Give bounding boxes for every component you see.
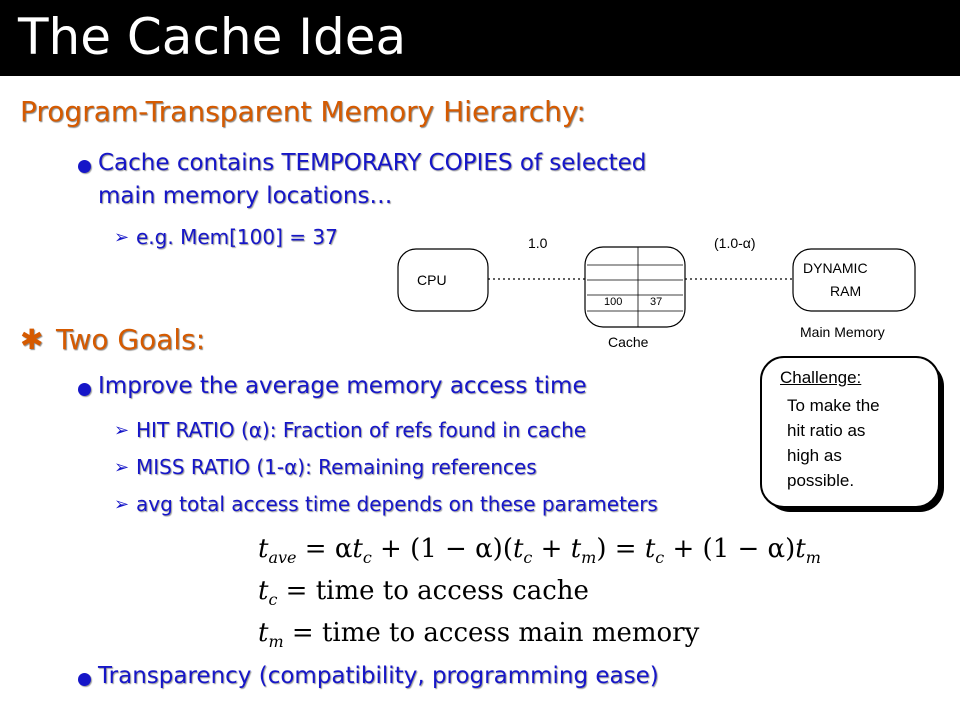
cache-address-cell: 100: [604, 296, 623, 308]
arrow-bullet-icon: ➢: [114, 420, 130, 441]
callout-line2: hit ratio as: [787, 421, 866, 440]
arrow-bullet-icon: ➢: [114, 494, 130, 515]
cache-box: [584, 246, 686, 328]
section2-heading: Two Goals:: [56, 323, 206, 356]
arrow-bullet-icon: ➢: [114, 227, 130, 248]
bullet-cache-copies-line2: main memory locations…: [98, 183, 393, 209]
equation-average-access-time: tave = αtc + (1 − α)(tc + tm) = tc + (1 …: [258, 534, 821, 568]
ram-box: [792, 248, 916, 312]
sub-bullet-hit-ratio: HIT RATIO (α): Fraction of refs found in…: [136, 418, 587, 442]
bullet-dot-icon: [78, 673, 91, 686]
memory-hierarchy-diagram: [397, 246, 916, 328]
miss-rate-label: (1.0-α): [714, 235, 756, 251]
hit-rate-label: 1.0: [528, 235, 548, 251]
cache-label: Cache: [608, 334, 649, 350]
cpu-box: [397, 248, 489, 312]
sub-bullet-avg-access-time: avg total access time depends on these p…: [136, 492, 658, 516]
equation-memory-time: tm = time to access main memory: [258, 618, 700, 652]
challenge-callout: [760, 356, 940, 508]
title-bar: The Cache Idea: [0, 0, 960, 76]
bullet-cache-copies-line1: Cache contains TEMPORARY COPIES of selec…: [98, 150, 647, 176]
callout-line4: possible.: [787, 471, 855, 490]
callout-line3: high as: [787, 446, 842, 465]
ram-label-line1: DYNAMIC: [803, 260, 868, 276]
arrow-bullet-icon: ➢: [114, 457, 130, 478]
bullet-transparency: Transparency (compatibility, programming…: [98, 663, 659, 689]
callout-line1: To make the: [787, 396, 880, 415]
bullet-improve-access-time: Improve the average memory access time: [98, 373, 587, 399]
slide-title: The Cache Idea: [18, 8, 407, 66]
equation-cache-time: tc = time to access cache: [258, 576, 589, 610]
sub-bullet-example: e.g. Mem[100] = 37: [136, 225, 338, 249]
bullet-dot-icon: [78, 383, 91, 396]
cpu-label: CPU: [417, 272, 447, 288]
sub-bullet-miss-ratio: MISS RATIO (1-α): Remaining references: [136, 455, 537, 479]
bullet-dot-icon: [78, 160, 91, 173]
callout-heading: Challenge:: [780, 368, 862, 387]
main-memory-label: Main Memory: [800, 324, 885, 340]
cache-value-cell: 37: [650, 296, 663, 308]
ram-label-line2: RAM: [830, 283, 862, 299]
section1-heading: Program-Transparent Memory Hierarchy:: [20, 95, 586, 128]
asterisk-bullet-icon: ✱: [20, 323, 44, 356]
